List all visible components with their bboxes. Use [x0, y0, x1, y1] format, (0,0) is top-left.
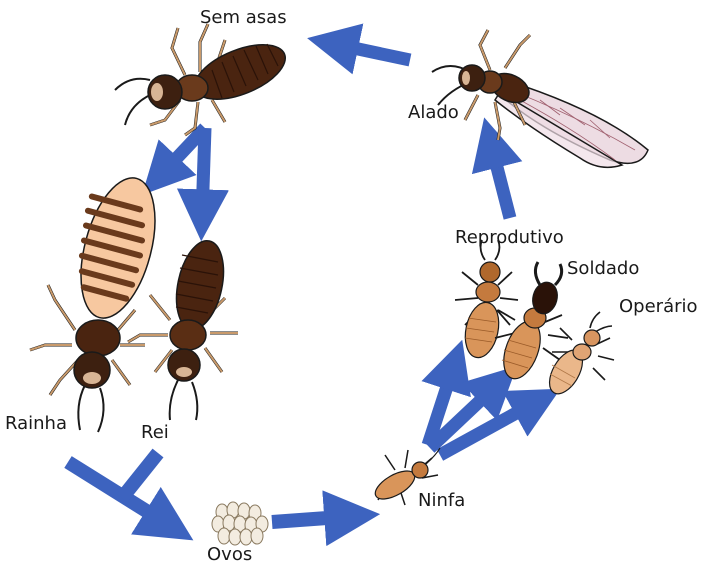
- label-sem-asas: Sem asas: [200, 9, 287, 27]
- label-soldado: Soldado: [567, 260, 639, 278]
- rainha-termite: [30, 170, 169, 432]
- label-operario: Operário: [619, 298, 698, 316]
- sem-asas-termite: [115, 24, 293, 135]
- arrow-reprodutivo-to-alado: [490, 140, 510, 218]
- label-reprodutivo: Reprodutivo: [455, 229, 564, 247]
- arrow-ovos-to-ninfa: [272, 516, 355, 522]
- label-alado: Alado: [408, 104, 459, 122]
- label-rainha: Rainha: [5, 415, 67, 433]
- label-ovos: Ovos: [207, 546, 252, 564]
- label-ninfa: Ninfa: [418, 492, 465, 510]
- alado-termite: [432, 30, 648, 167]
- arrow-rei-join: [122, 453, 158, 498]
- ovos-eggs: [212, 502, 268, 545]
- arrow-alado-to-sem-asas: [330, 43, 410, 60]
- label-rei: Rei: [141, 424, 169, 442]
- arrow-sem-asas-to-rei: [202, 128, 205, 218]
